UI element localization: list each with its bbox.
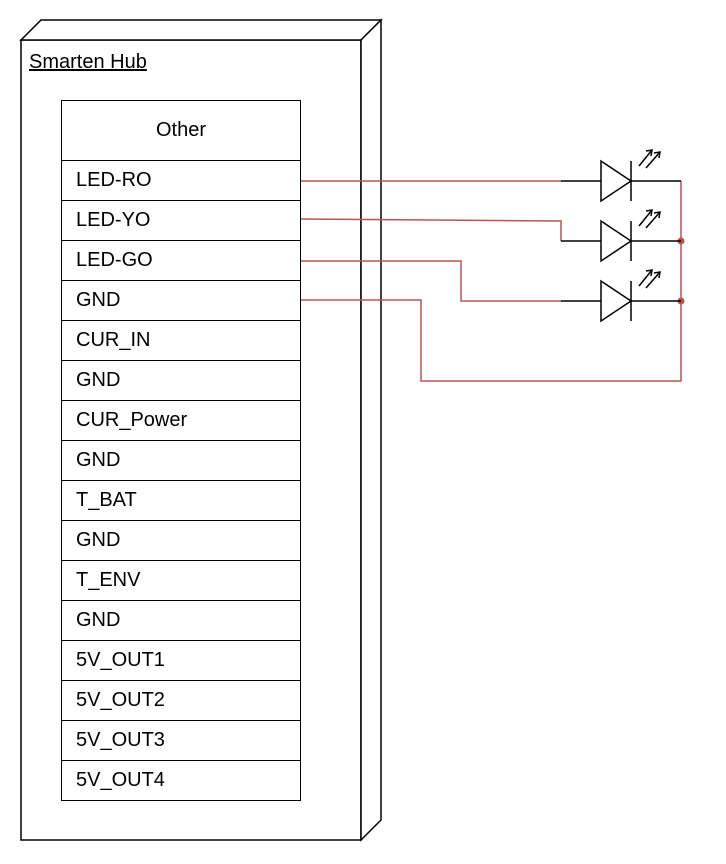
- pin-row-cur-power: CUR_Power: [62, 401, 300, 441]
- pin-row-t-env: T_ENV: [62, 561, 300, 601]
- led-red: [561, 149, 681, 203]
- pin-row-gnd: GND: [62, 521, 300, 561]
- pin-row-cur-in: CUR_IN: [62, 321, 300, 361]
- pin-row-gnd: GND: [62, 281, 300, 321]
- pin-row-5v-out3: 5V_OUT3: [62, 721, 300, 761]
- pin-row-led-ro: LED-RO: [62, 161, 300, 201]
- hub-box-side: [360, 18, 382, 842]
- pin-row-t-bat: T_BAT: [62, 481, 300, 521]
- led-yellow: [561, 209, 681, 263]
- pin-row-gnd: GND: [62, 601, 300, 641]
- pin-row-gnd: GND: [62, 441, 300, 481]
- hub-box-top: [19, 19, 383, 41]
- pin-row-led-yo: LED-YO: [62, 201, 300, 241]
- wire-led-go: [301, 260, 561, 302]
- hub-title: Smarten Hub: [29, 51, 147, 73]
- pin-row-5v-out4: 5V_OUT4: [76, 769, 165, 791]
- led-green-icon: [600, 279, 633, 323]
- pin-row-led-go: LED-GO: [62, 241, 300, 281]
- pin-row-gnd: GND: [62, 361, 300, 401]
- led-green: [561, 269, 681, 323]
- pin-table: Other LED-RO LED-YO LED-GO GND CUR_IN GN…: [61, 100, 301, 801]
- pin-row-5v-out1: 5V_OUT1: [62, 641, 300, 681]
- led-red-icon: [600, 159, 633, 203]
- wire-gnd: [301, 181, 682, 382]
- wire-led-yo: [300, 218, 562, 241]
- pin-row-5v-out2: 5V_OUT2: [62, 681, 300, 721]
- led-yellow-icon: [600, 219, 633, 263]
- pin-table-header: Other: [62, 101, 300, 161]
